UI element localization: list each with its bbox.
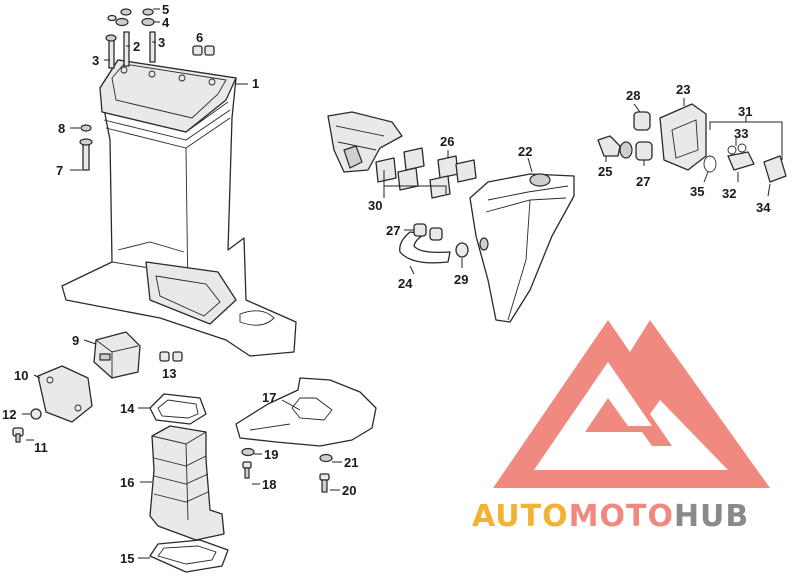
callout-21: 21	[344, 455, 358, 470]
part-22-relief-housing	[469, 173, 575, 323]
callout-7: 7	[56, 163, 63, 178]
callout-16: 16	[120, 475, 134, 490]
parts-11-12-screw-washer	[12, 408, 42, 443]
callout-6: 6	[196, 30, 203, 45]
automotohub-logo: AUTOMOTOHUB	[472, 320, 770, 534]
svg-text:AUTOMOTOHUB: AUTOMOTOHUB	[472, 499, 749, 534]
callout-30: 30	[368, 198, 382, 213]
exhaust-manifold	[327, 111, 403, 173]
callout-28: 28	[626, 88, 640, 103]
callout-35: 35	[690, 184, 704, 199]
callout-3-left: 3	[92, 53, 99, 68]
part-13-bushings	[159, 351, 183, 362]
callout-8: 8	[58, 121, 65, 136]
part-1-driveshaft-housing	[61, 59, 297, 357]
logo-text-hub: HUB	[674, 499, 749, 534]
callout-19: 19	[264, 447, 278, 462]
callout-4: 4	[162, 15, 170, 30]
part-14-gasket	[149, 393, 207, 425]
callout-25: 25	[598, 164, 612, 179]
callout-17: 17	[262, 390, 276, 405]
logo-text-moto: MOTO	[569, 499, 674, 534]
callout-34: 34	[756, 200, 771, 215]
callout-12: 12	[2, 407, 16, 422]
part-16-exhaust-tube	[149, 425, 225, 541]
parts-23-35-cover-assembly	[597, 103, 787, 183]
callout-31: 31	[738, 104, 752, 119]
callout-2: 2	[133, 39, 140, 54]
callout-27-left: 27	[386, 223, 400, 238]
parts-7-8-bolt-washer	[79, 124, 93, 171]
callout-9: 9	[72, 333, 79, 348]
part-17-plate	[235, 377, 377, 447]
callout-24: 24	[398, 276, 413, 291]
callout-18: 18	[262, 477, 276, 492]
callout-11: 11	[34, 440, 48, 455]
parts-2-6-fasteners	[105, 8, 215, 69]
callout-27-right: 27	[636, 174, 650, 189]
part-10-cover-plate	[37, 365, 93, 423]
callout-5: 5	[162, 2, 169, 17]
callout-14: 14	[120, 401, 135, 416]
parts-24-27-29-hose	[399, 223, 469, 264]
parts-26-30-clamps	[375, 147, 477, 199]
callout-15: 15	[120, 551, 134, 566]
callout-33: 33	[734, 126, 748, 141]
callout-26: 26	[440, 134, 454, 149]
callout-1: 1	[252, 76, 259, 91]
callout-13: 13	[162, 366, 176, 381]
callout-3-right: 3	[158, 35, 165, 50]
logo-text-auto: AUTO	[472, 499, 569, 534]
callout-labels: 1 2 3 3 4 5 6 7 8 9 10 11 12 13 14 15 16	[2, 2, 783, 566]
parts-18-21-fasteners	[241, 447, 333, 493]
callout-10: 10	[14, 368, 28, 383]
part-15-gasket	[149, 539, 229, 573]
callout-29: 29	[454, 272, 468, 287]
callout-32: 32	[722, 186, 736, 201]
part-9-block	[93, 331, 141, 379]
logo-mark	[493, 320, 770, 488]
callout-23: 23	[676, 82, 690, 97]
callout-22: 22	[518, 144, 532, 159]
callout-20: 20	[342, 483, 356, 498]
